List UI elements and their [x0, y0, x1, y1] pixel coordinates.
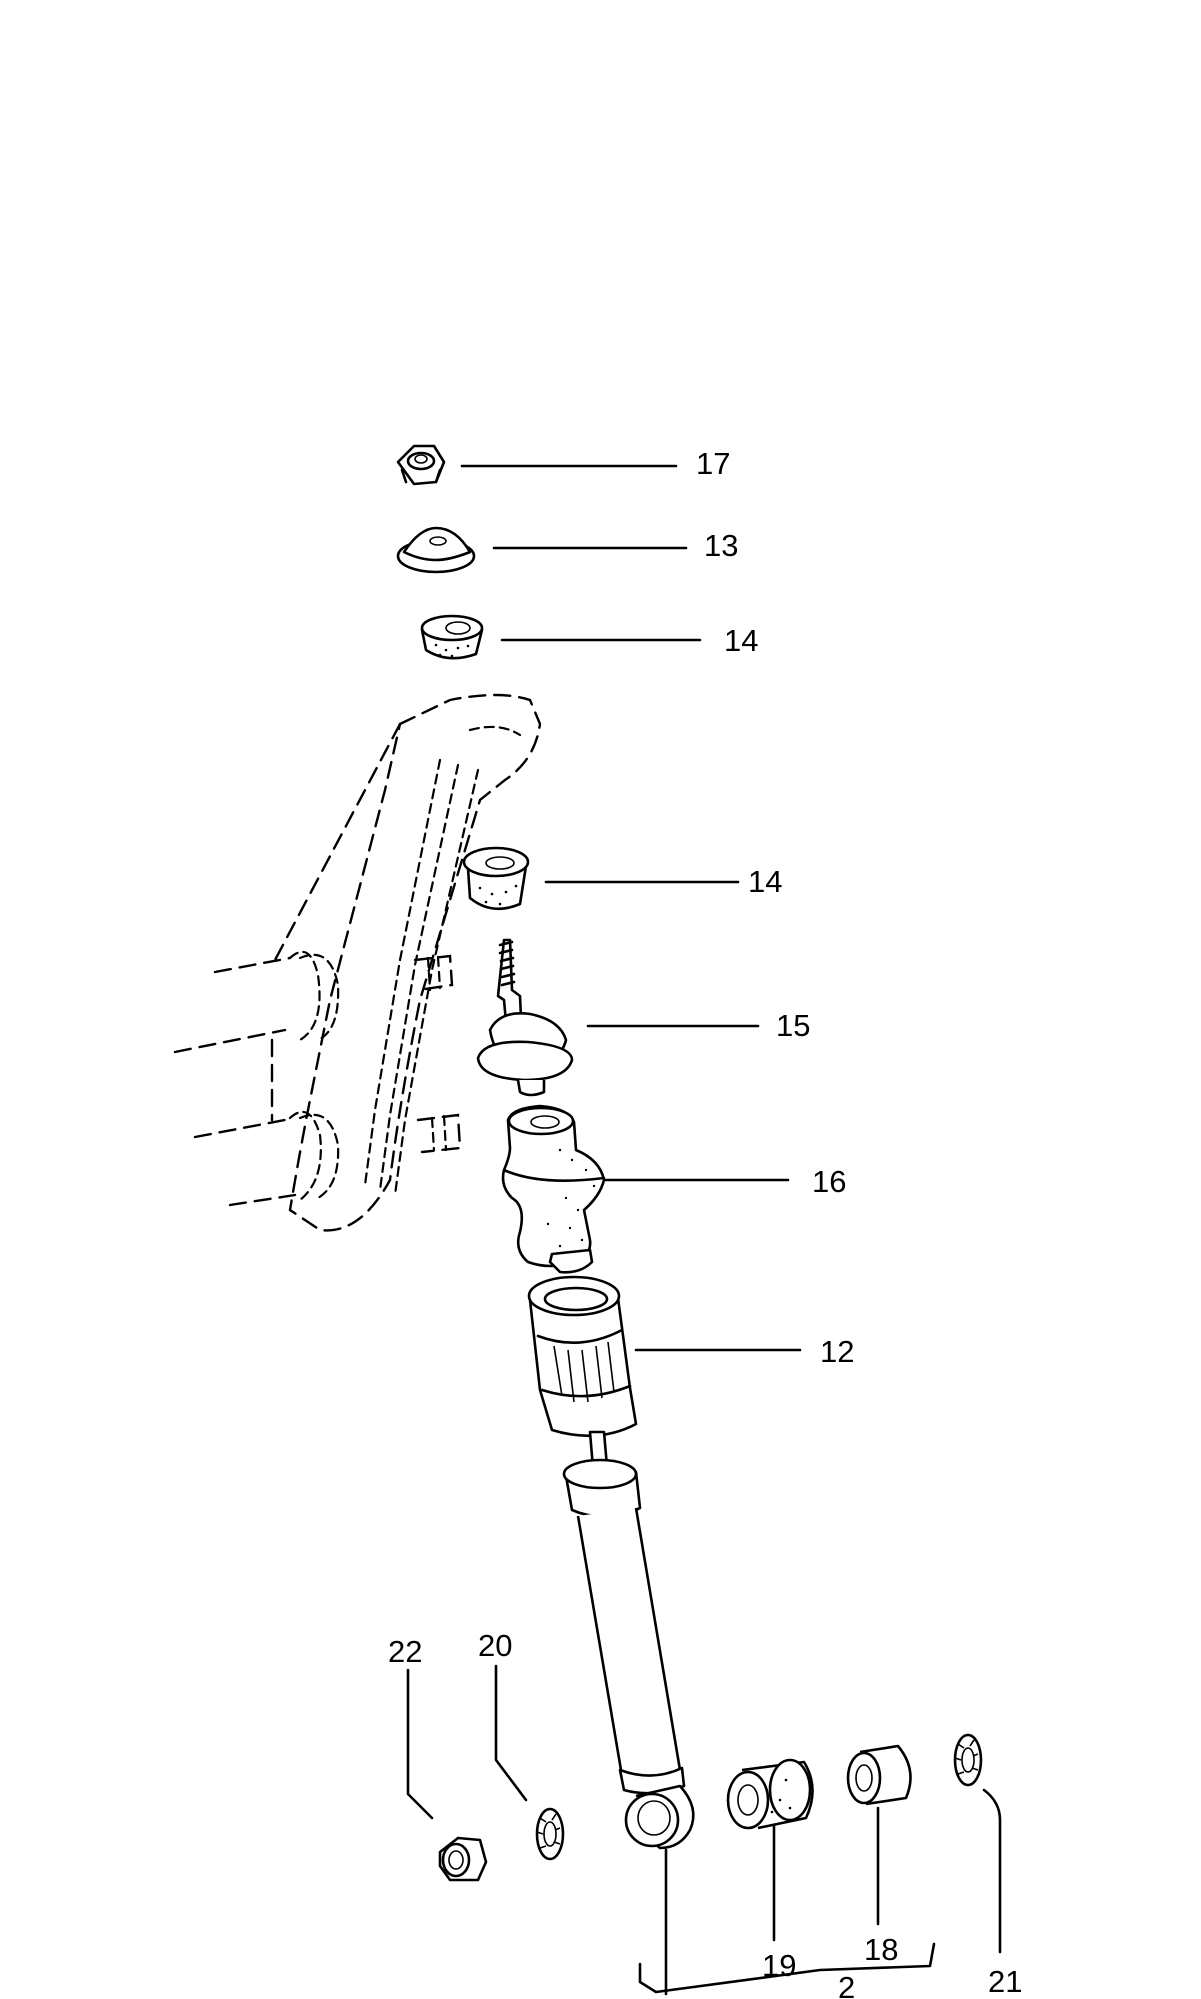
callout-21: 21: [988, 1964, 1022, 1999]
bump-stop-16: [501, 1104, 606, 1274]
callout-17: 17: [696, 446, 730, 481]
callout-20: 20: [478, 1628, 512, 1663]
cup-washer-13: [396, 526, 476, 574]
spacer-sleeve-18: [846, 1744, 912, 1806]
callout-22: 22: [388, 1634, 422, 1669]
callout-18: 18: [864, 1932, 898, 1967]
nut-17: [396, 444, 446, 486]
callout-16: 16: [812, 1164, 846, 1199]
callout-15: 15: [776, 1008, 810, 1043]
callout-13: 13: [704, 528, 738, 563]
protective-sleeve-12: [527, 1275, 638, 1438]
callout-2: 2: [838, 1970, 855, 1999]
callout-14-lower: 14: [748, 864, 782, 899]
rubber-bushing-14-lower: [462, 846, 530, 911]
lock-washer-20: [535, 1807, 565, 1861]
callout-14-top: 14: [724, 623, 758, 658]
shock-absorber: [562, 1430, 695, 1850]
stud-with-washer-15: [476, 938, 574, 1097]
callout-19: 19: [762, 1948, 796, 1983]
callout-12: 12: [820, 1334, 854, 1369]
lock-washer-21: [953, 1733, 983, 1787]
leader-lines: [406, 464, 1002, 1996]
rubber-bushing-14-top: [420, 614, 484, 660]
axle-arm-phantom: [173, 693, 542, 1232]
nut-22: [438, 1836, 488, 1882]
callout-labels: 17 13 14 14 15 16 12 22 20 19 18 21 2: [388, 446, 1022, 1999]
flanged-bushing-19: [726, 1758, 814, 1830]
